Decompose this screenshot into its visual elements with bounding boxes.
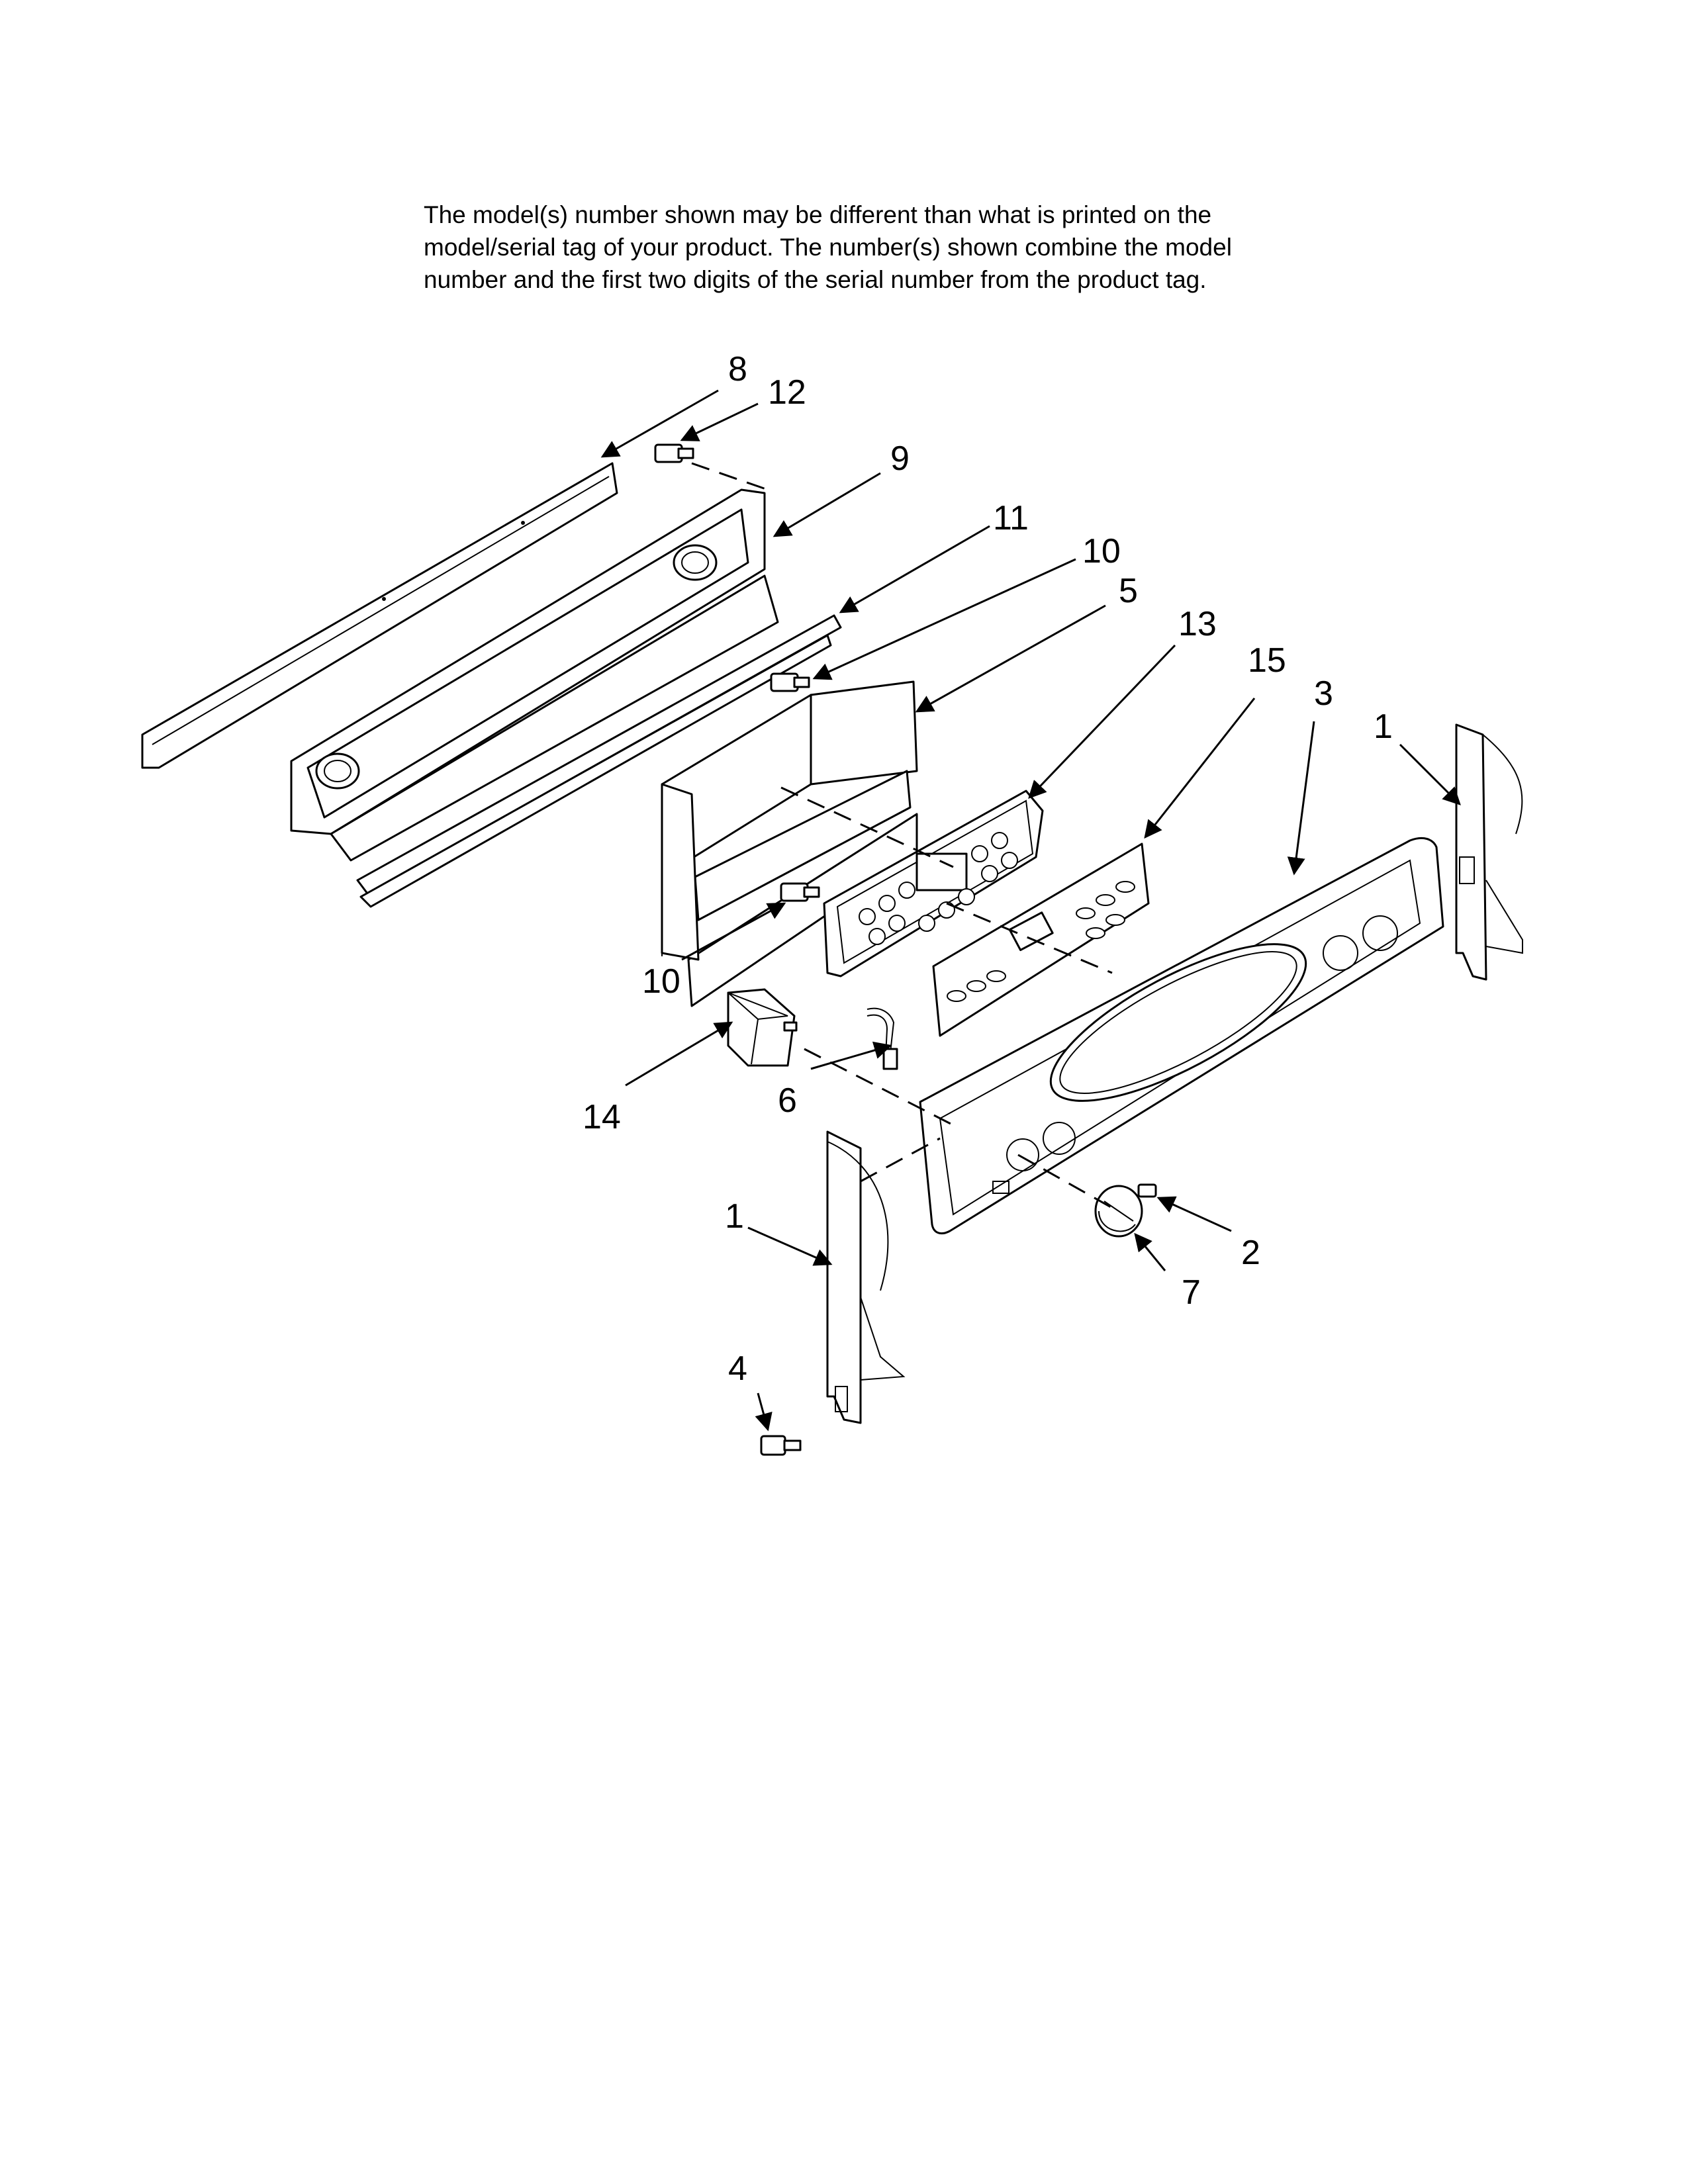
callout-10-lower: 10 [642,962,680,1001]
callout-10-upper: 10 [1082,532,1121,570]
callout-numbers: 8 12 9 11 10 5 13 15 3 1 10 14 6 1 2 7 4 [583,350,1393,1388]
part-11-trim-strip [356,614,842,908]
callout-7: 7 [1182,1273,1201,1312]
callout-1-left: 1 [725,1197,744,1236]
part-5-control-bracket [661,680,918,1007]
part-1-right-end-bracket [1455,723,1523,981]
callout-5: 5 [1119,572,1138,610]
part-12-screw [654,443,694,463]
part-3-console-panel [919,837,1444,1235]
callout-6: 6 [778,1081,797,1120]
callout-15: 15 [1248,641,1286,680]
part-15-membrane-overlay [932,842,1150,1037]
part-10-lower-screw [780,882,820,902]
part-8-rear-shield [141,462,618,769]
part-2-screw [1137,1183,1157,1198]
part-10-upper-screw [770,672,810,692]
callout-8: 8 [728,350,747,388]
part-1-left-end-bracket [826,1130,906,1424]
callout-2: 2 [1241,1234,1260,1272]
callout-3: 3 [1314,674,1333,713]
part-14-switch [727,988,798,1067]
note-line-3: number and the first two digits of the s… [424,266,1207,293]
callout-14: 14 [583,1098,621,1136]
callout-1-right: 1 [1374,707,1393,746]
callout-9: 9 [890,439,910,478]
part-9-console-housing [290,488,779,862]
callout-13: 13 [1178,605,1217,643]
part-13-control-board [823,790,1044,978]
part-7-knob [1094,1185,1143,1238]
callout-12: 12 [768,373,806,412]
callout-11: 11 [993,499,1029,537]
model-number-note: The model(s) number shown may be differe… [424,199,1350,296]
note-line-2: model/serial tag of your product. The nu… [424,234,1232,261]
note-line-1: The model(s) number shown may be differe… [424,201,1212,228]
part-4-screw [760,1435,802,1456]
part-6-wire-harness [867,1007,898,1070]
alignment-lines [691,462,1113,1209]
callout-4: 4 [728,1349,747,1388]
callout-leaders [600,389,1461,1432]
